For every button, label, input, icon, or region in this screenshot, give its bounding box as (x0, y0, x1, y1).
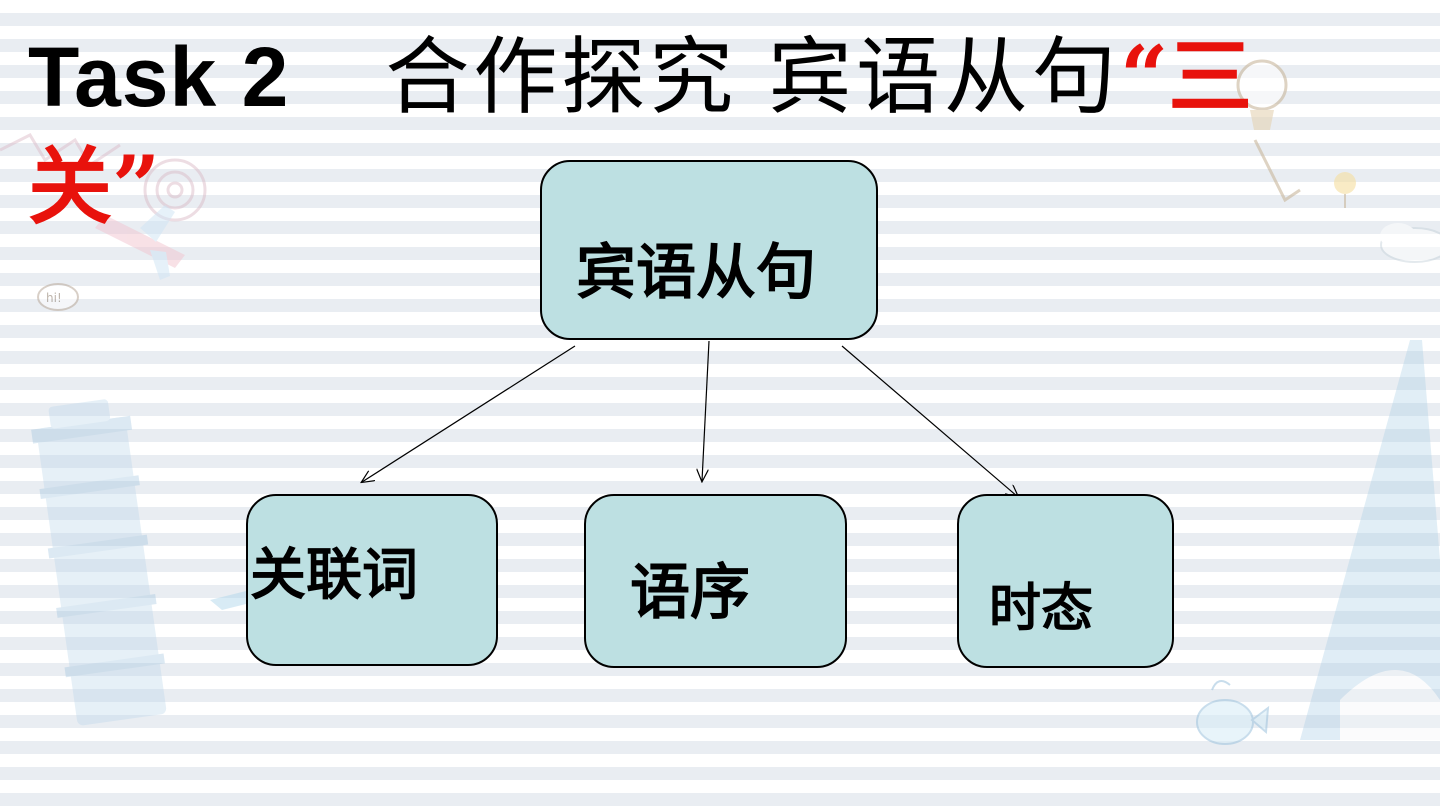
title-highlight: “三关” (28, 27, 1253, 236)
child-node-connective: 关联词 (246, 494, 498, 666)
child-node-word-order: 语序 (584, 494, 847, 668)
title-topic: 合作探究 宾语从句 (385, 28, 1120, 126)
root-node-label: 宾语从句 (576, 238, 816, 308)
slide-title: Task 2 合作探究 宾语从句“三关” (28, 22, 1358, 242)
child-node-label: 语序 (630, 558, 750, 628)
arrow-to-word-order (702, 340, 710, 481)
arrow-to-tense (841, 345, 1018, 497)
root-node-object-clause: 宾语从句 (540, 160, 878, 340)
arrow-to-connective (362, 345, 576, 482)
child-node-tense: 时态 (957, 494, 1174, 668)
task-label: Task 2 (28, 30, 290, 124)
child-node-label: 时态 (989, 579, 1094, 639)
child-node-label: 关联词 (250, 543, 418, 608)
